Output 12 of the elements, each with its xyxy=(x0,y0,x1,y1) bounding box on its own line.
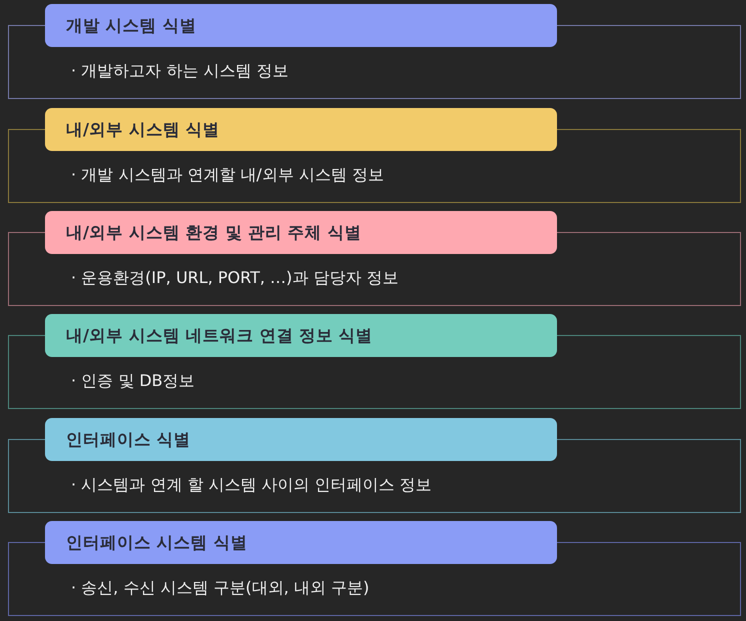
bullet-text: · 시스템과 연계 할 시스템 사이의 인터페이스 정보 xyxy=(71,475,432,495)
heading-bar: 개발 시스템 식별 xyxy=(45,4,557,47)
heading-bar: 내/외부 시스템 네트워크 연결 정보 식별 xyxy=(45,314,557,357)
bullet-text: · 개발 시스템과 연계할 내/외부 시스템 정보 xyxy=(71,165,384,185)
bullet-text: · 송신, 수신 시스템 구분(대외, 내외 구분) xyxy=(71,578,370,598)
bullet-text: · 개발하고자 하는 시스템 정보 xyxy=(71,61,288,81)
heading-bar: 인터페이스 시스템 식별 xyxy=(45,521,557,564)
heading-bar: 내/외부 시스템 환경 및 관리 주체 식별 xyxy=(45,211,557,254)
heading-bar: 내/외부 시스템 식별 xyxy=(45,108,557,151)
heading-bar: 인터페이스 식별 xyxy=(45,418,557,461)
bullet-text: · 인증 및 DB정보 xyxy=(71,371,195,391)
bullet-text: · 운용환경(IP, URL, PORT, …)과 담당자 정보 xyxy=(71,268,398,288)
